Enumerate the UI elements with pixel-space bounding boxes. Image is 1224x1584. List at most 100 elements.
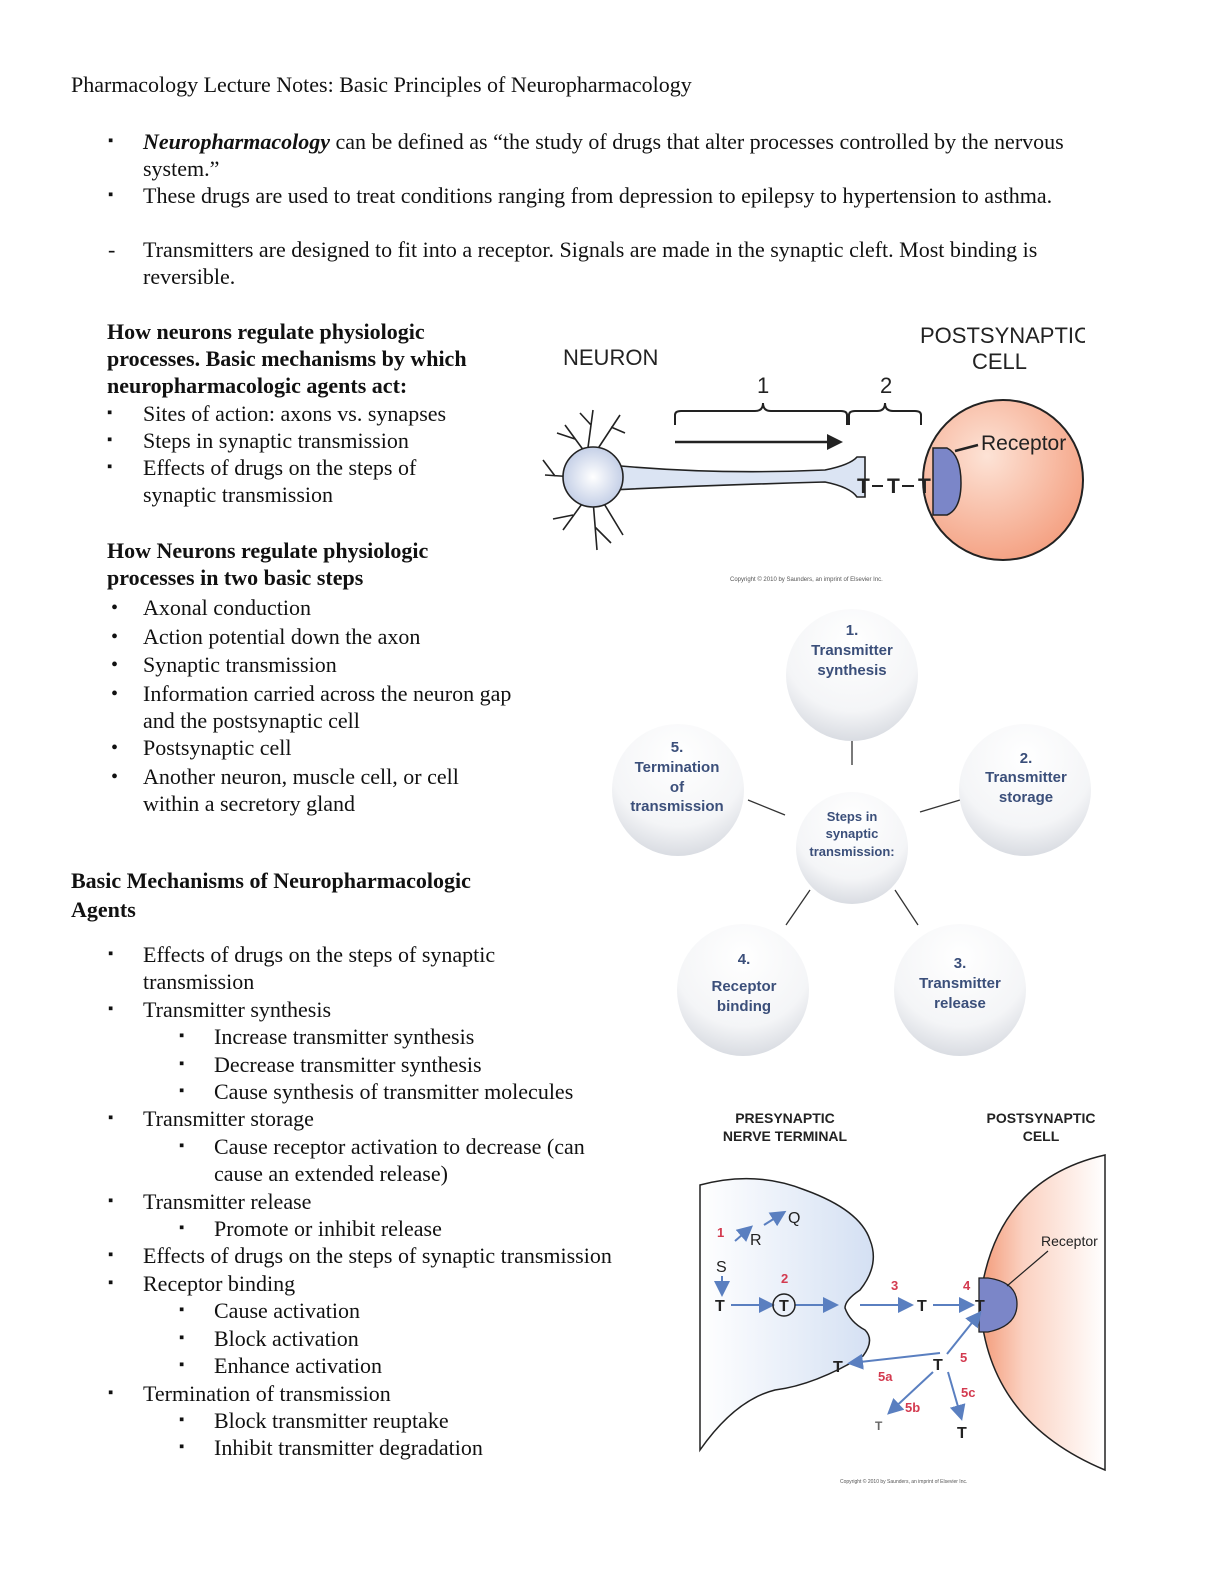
bullet-marker: ▪ [107,432,113,448]
bullet-marker: ▪ [179,1439,185,1456]
item-text: Postsynaptic cell [143,735,292,760]
item-text: Cause activation [214,1298,361,1324]
bullet-marker: ▪ [179,1329,185,1346]
dendrites [542,409,626,551]
bullet-marker: • [111,765,119,788]
bullet-marker: ▪ [108,1247,114,1264]
receptor-pointer [1006,1250,1049,1287]
letter-t-reuptake: T [833,1359,843,1376]
receptor-pointer [954,443,979,453]
postsynaptic-label-1: POSTSYNAPTIC [920,323,1085,348]
transmitter-2: T [887,475,900,498]
list-item-cont: and the postsynaptic cell [107,708,567,734]
step-5: 5 [960,1350,967,1365]
synapse-figure: PRESYNAPTIC NERVE TERMINAL POSTSYNAPTIC … [699,1110,1106,1485]
heading-line: How neurons regulate physiologic [107,319,425,344]
flow-arrows [714,1210,982,1421]
item-text: synaptic transmission [143,482,334,507]
postsynaptic-label-2: CELL [1023,1128,1060,1144]
step-2: 2 [781,1271,788,1286]
item-text: Synaptic transmission [143,652,337,677]
center-line3: transmission: [809,844,894,859]
section3-list: ▪Effects of drugs on the steps of synapt… [71,941,671,1462]
bracket-2-label: 2 [880,373,892,398]
item-text: Block activation [214,1325,359,1351]
letter-q: Q [788,1210,800,1227]
step1-number: 1. [846,622,859,639]
letter-t-degraded: T [875,1419,883,1433]
step-5c: 5c [961,1385,975,1400]
transmitters-text-cont: reversible. [143,264,236,289]
bullet-marker: ▪ [107,459,113,475]
step5-line3: transmission [630,798,723,815]
item-text: Increase transmitter synthesis [214,1024,475,1050]
list-item: ▪Termination of transmission [71,1380,671,1407]
presynaptic-label-1: PRESYNAPTIC [735,1110,835,1126]
postsynaptic-cell [922,399,1084,561]
step-5a: 5a [878,1369,893,1384]
center-line1: Steps in [827,809,878,824]
item-text: Cause synthesis of transmitter molecules [214,1079,574,1105]
item-text: Enhance activation [214,1353,382,1379]
bullet-marker: ▪ [179,1028,185,1045]
figure3-headings: PRESYNAPTIC NERVE TERMINAL POSTSYNAPTIC … [723,1110,1096,1144]
step4-line1: Receptor [711,978,776,995]
transmitters-text: Transmitters are designed to fit into a … [143,237,1038,262]
list-item: ▪Sites of action: axons vs. synapses [107,400,527,427]
list-item-cont: within a secretory gland [107,791,567,817]
step3-line2: release [934,995,986,1012]
list-item: ▪Receptor binding [71,1270,671,1297]
item-text: Steps in synaptic transmission [143,428,409,453]
list-item: •Another neuron, muscle cell, or cell [107,763,567,792]
item-text: transmission [143,969,255,995]
definition-text: can be defined as “the study of drugs th… [330,129,1064,154]
bullet-marker: ▪ [179,1357,185,1374]
brace-2 [848,402,922,425]
step5-line1: Termination [635,759,720,776]
sub-list-item: ▪ Enhance activation [71,1352,671,1379]
list-item: ▪Effects of drugs on the steps of synapt… [71,1242,671,1269]
bullet-marker: ▪ [108,1000,114,1017]
bullet-marker: ▪ [179,1137,185,1154]
sub-list-item: ▪ Inhibit transmitter degradation [71,1434,671,1461]
intro-transmitters: - Transmitters are designed to fit into … [71,236,1171,290]
postsynaptic-label-2: CELL [972,349,1027,374]
letter-s: S [716,1259,727,1276]
list-item: ▪ Steps in synaptic transmission [107,427,527,454]
step-3: 3 [891,1278,898,1293]
molecule-letters: Q R S T T T T T T T T [715,1210,985,1442]
item-text: Inhibit transmitter degradation [214,1435,483,1461]
sub-list-item: ▪Cause synthesis of transmitter molecule… [71,1078,671,1105]
bullet-marker: ▪ [108,133,114,149]
brace-1 [674,402,848,425]
definition-text-cont: system.” [143,156,220,181]
item-text: Termination of transmission [143,1380,391,1406]
item-text: Action potential down the axon [143,623,421,649]
list-item: ▪Transmitter storage [71,1105,671,1132]
bullet-marker: • [111,625,119,648]
step2-line2: storage [999,789,1053,806]
bracket-1-label: 1 [757,373,769,398]
sub-list-item: ▪Promote or inhibit release [71,1215,671,1242]
item-text: cause an extended release) [214,1161,448,1187]
step3-number: 3. [954,955,967,972]
step-1: 1 [717,1225,724,1240]
step-numbers: 1 2 3 4 5 5a 5b 5c [717,1225,975,1415]
item-text: Transmitter storage [143,1106,314,1132]
receptor [932,447,962,516]
letter-r: R [750,1232,762,1249]
bullet-marker: ▪ [179,1220,185,1237]
section1-heading: How neurons regulate physiologic process… [107,318,467,399]
bullet-marker: ▪ [108,187,114,203]
step4-number: 4. [738,951,751,968]
letter-t-cleft: T [917,1298,927,1315]
list-item: ▪Transmitter release [71,1188,671,1215]
bubble-step3 [894,924,1026,1056]
step-bubbles [612,609,1091,1056]
list-item-cont: synaptic transmission [107,481,527,508]
step4-line2: binding [717,998,771,1015]
bubble-step4 [677,924,809,1056]
bullet-marker: ▪ [179,1302,185,1319]
postsynaptic-label-1: POSTSYNAPTIC [987,1110,1096,1126]
item-text: Cause receptor activation to decrease (c… [214,1133,585,1159]
